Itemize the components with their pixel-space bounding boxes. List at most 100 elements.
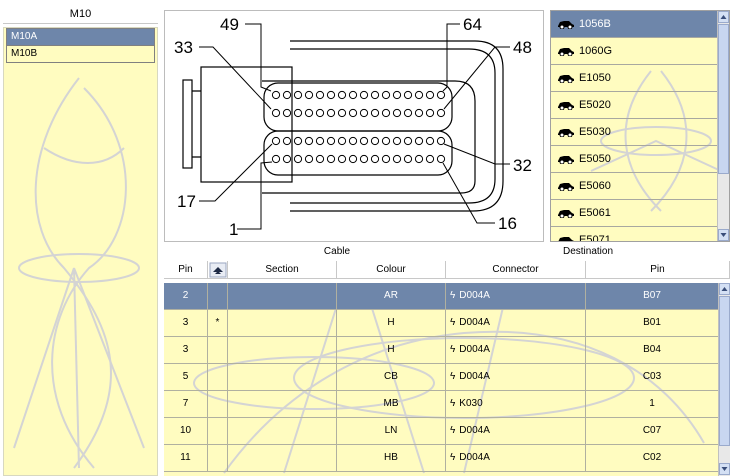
pin-label-1: 1	[229, 220, 238, 239]
connector-item-e5050[interactable]: E5050	[551, 146, 718, 173]
car-icon	[558, 210, 574, 218]
left-panel-title: M10	[3, 5, 158, 24]
cell-pin: 3	[164, 310, 208, 336]
scroll-down-button[interactable]	[718, 229, 729, 241]
connector-item-label: E5020	[579, 99, 611, 111]
pin-label-49: 49	[220, 15, 239, 34]
cell-colour: H	[337, 310, 446, 336]
column-header-destination-pin[interactable]: Pin	[586, 261, 730, 279]
table-scrollbar[interactable]	[718, 283, 730, 476]
connector-item-label: E5050	[579, 153, 611, 165]
left-panel: M10 M10A M10B	[3, 5, 158, 476]
cell-section	[228, 391, 337, 417]
left-item-m10b[interactable]: M10B	[6, 46, 155, 63]
car-icon	[558, 75, 574, 83]
cell-destination-pin: B04	[586, 337, 719, 363]
column-header-pin[interactable]: Pin	[164, 261, 208, 279]
arrow-down-icon	[721, 467, 728, 471]
cell-destination-pin: B01	[586, 310, 719, 336]
watermark-image	[13, 77, 145, 469]
car-icon	[558, 48, 574, 56]
cell-destination-pin: C03	[586, 364, 719, 390]
arrow-down-icon	[720, 233, 727, 237]
cell-pin: 5	[164, 364, 208, 390]
pin-label-64: 64	[463, 15, 482, 34]
connector-list-scrollbar[interactable]	[717, 11, 729, 241]
arrow-up-icon	[721, 287, 728, 291]
cable-group-header: Cable	[323, 246, 351, 257]
sort-arrows-icon	[209, 262, 226, 278]
pin-label-32: 32	[513, 156, 532, 175]
connector-item-e5071[interactable]: E5071	[551, 227, 718, 241]
car-icon	[558, 129, 574, 137]
cell-destination-pin: 1	[586, 391, 719, 417]
pin-label-17: 17	[177, 192, 196, 211]
cell-pin: 2	[164, 283, 208, 309]
cell-pin: 3	[164, 337, 208, 363]
cell-section	[228, 283, 337, 309]
connector-list[interactable]: 1056B 1060G E1050 E5020 E5030 E5050 E506…	[550, 10, 730, 242]
lightning-bolt-icon: ϟ	[450, 371, 456, 382]
car-icon	[558, 183, 574, 191]
cell-mark	[208, 391, 228, 417]
connector-item-e5061[interactable]: E5061	[551, 200, 718, 227]
sort-toggle-button[interactable]	[208, 261, 228, 279]
cell-colour: AR	[337, 283, 446, 309]
connector-item-label: E5060	[579, 180, 611, 192]
scroll-down-button[interactable]	[719, 463, 730, 475]
connector-link[interactable]: D004A	[459, 344, 490, 355]
connector-item-e1050[interactable]: E1050	[551, 65, 718, 92]
column-header-section[interactable]: Section	[228, 261, 337, 279]
connector-link[interactable]: D004A	[459, 452, 490, 463]
left-item-m10a[interactable]: M10A	[6, 28, 155, 46]
connector-drawing: 49 64 33 48 32 17 1 16	[174, 15, 532, 239]
column-header-connector[interactable]: Connector	[446, 261, 586, 279]
scroll-thumb[interactable]	[718, 24, 729, 174]
connector-item-label: E5061	[579, 207, 611, 219]
lightning-bolt-icon: ϟ	[450, 452, 456, 463]
cell-colour: LN	[337, 418, 446, 444]
car-icon	[558, 237, 574, 241]
connector-link[interactable]: D004A	[459, 425, 490, 436]
cell-section	[228, 310, 337, 336]
cell-mark	[208, 445, 228, 471]
scroll-up-button[interactable]	[719, 283, 730, 295]
cell-section	[228, 418, 337, 444]
lightning-bolt-icon: ϟ	[450, 425, 456, 436]
connector-link[interactable]: D004A	[459, 290, 490, 301]
cell-pin: 11	[164, 445, 208, 471]
connector-item-1060g[interactable]: 1060G	[551, 38, 718, 65]
connector-link[interactable]: K030	[459, 398, 483, 409]
connector-link[interactable]: D004A	[459, 371, 490, 382]
cell-mark	[208, 337, 228, 363]
scroll-thumb[interactable]	[719, 296, 730, 446]
left-connector-list[interactable]: M10A M10B	[3, 27, 158, 476]
connector-item-e5060[interactable]: E5060	[551, 173, 718, 200]
cell-destination-pin: B07	[586, 283, 719, 309]
lightning-bolt-icon: ϟ	[450, 398, 456, 409]
scroll-up-button[interactable]	[718, 11, 729, 23]
connector-link[interactable]: D004A	[459, 317, 490, 328]
connector-item-1056b[interactable]: 1056B	[551, 11, 718, 38]
cell-mark: *	[208, 310, 228, 336]
cell-section	[228, 445, 337, 471]
lightning-bolt-icon: ϟ	[450, 344, 456, 355]
connector-item-e5020[interactable]: E5020	[551, 92, 718, 119]
connector-item-e5030[interactable]: E5030	[551, 119, 718, 146]
column-header-colour[interactable]: Colour	[337, 261, 446, 279]
